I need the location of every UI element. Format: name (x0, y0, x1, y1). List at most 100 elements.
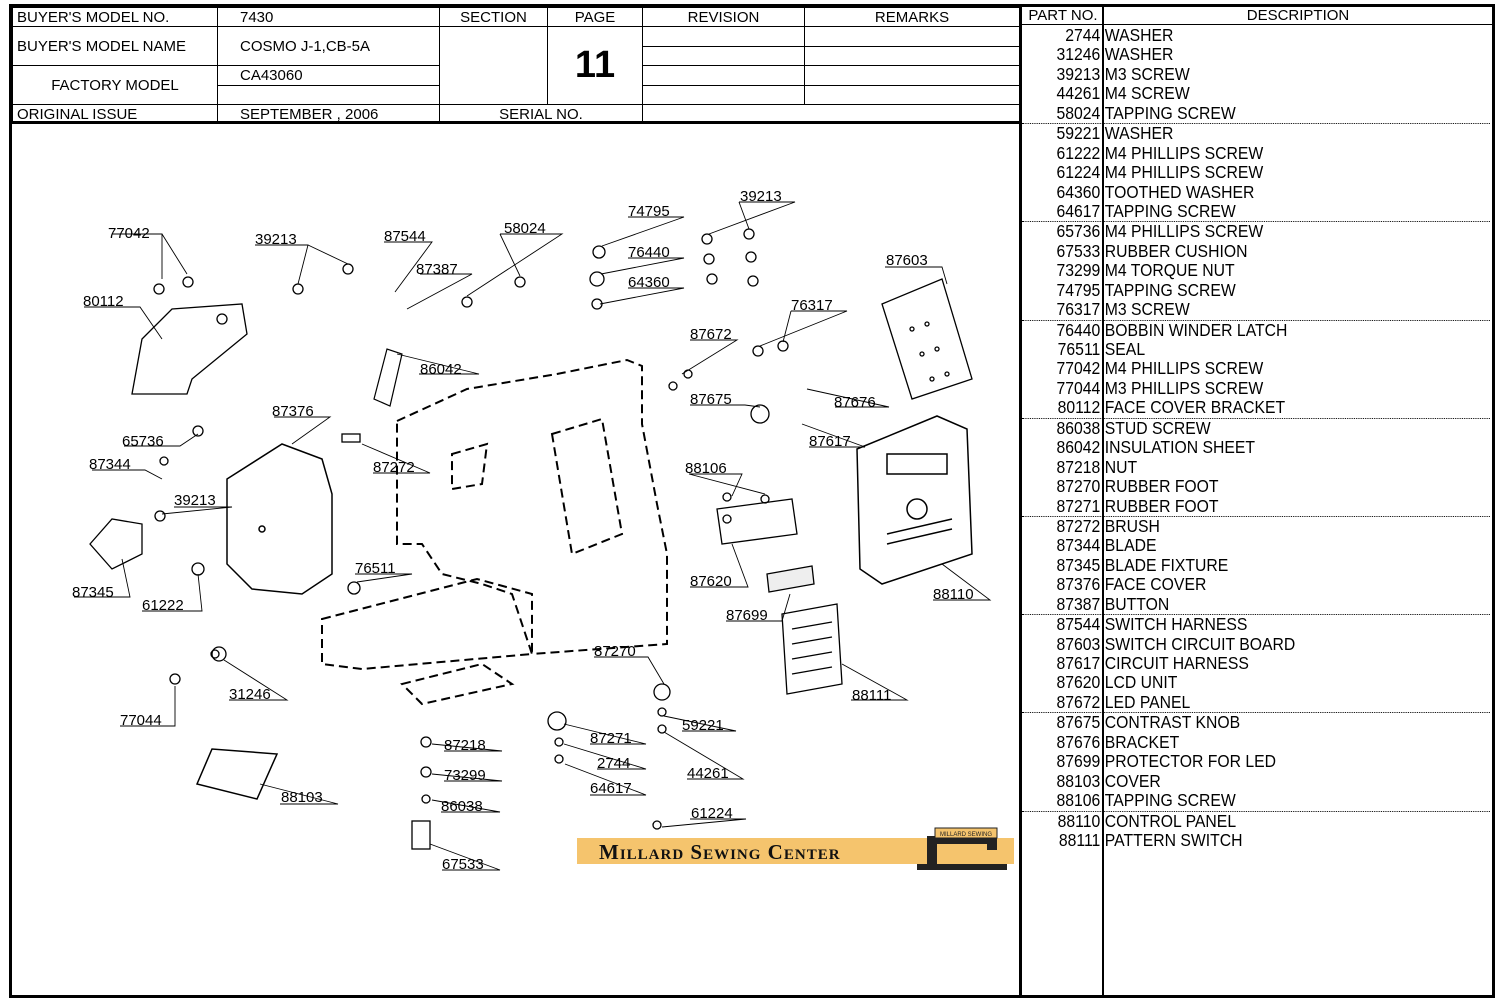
label-87603: 87603 (886, 252, 928, 269)
part-description: RUBBER CUSHION (1104, 240, 1248, 261)
badge-text: MILLARD SEWING (940, 832, 992, 838)
part-description: PROTECTOR FOR LED (1104, 751, 1277, 772)
part-number: 88106 (1056, 790, 1101, 811)
label-88110: 88110 (933, 586, 974, 603)
label-88111: 88111 (852, 687, 892, 704)
part-number: 64360 (1056, 181, 1101, 202)
label-87270: 87270 (594, 643, 636, 660)
part-number: 87603 (1056, 633, 1101, 654)
part-number: 65736 (1056, 221, 1101, 242)
sewing-machine-icon: MILLARD SEWING (917, 827, 1007, 870)
label-64360: 64360 (628, 274, 670, 291)
revision-cell-4 (642, 84, 805, 105)
buyers-model-name-value: COSMO J-1,CB-5A (217, 26, 440, 66)
remarks-cell-2 (804, 45, 1020, 66)
part-number: 61222 (1056, 142, 1101, 163)
label-87218: 87218 (444, 737, 486, 754)
part-number: 87345 (1056, 554, 1101, 575)
part-number: 87376 (1056, 574, 1101, 595)
part-description: WASHER (1104, 123, 1174, 144)
label-86038: 86038 (441, 798, 483, 815)
remarks-cell-4 (804, 84, 1020, 105)
part-number: 87344 (1056, 535, 1101, 556)
part-number: 80112 (1057, 397, 1101, 418)
label-87676: 87676 (834, 394, 876, 411)
factory-model-label: FACTORY MODEL (12, 65, 218, 105)
label-86042: 86042 (420, 361, 462, 378)
label-76317: 76317 (791, 297, 833, 314)
part-number: 59221 (1056, 123, 1101, 144)
label-87544: 87544 (384, 228, 426, 245)
label-39213-b: 39213 (740, 188, 782, 205)
label-64617: 64617 (590, 780, 632, 797)
part-number: 77042 (1056, 358, 1101, 379)
label-31246: 31246 (229, 686, 271, 703)
description-header: DESCRIPTION (1246, 7, 1350, 24)
page-label: PAGE (547, 7, 643, 27)
part-description: RUBBER FOOT (1104, 476, 1219, 497)
part-description: SEAL (1104, 339, 1146, 359)
part-number: 61224 (1056, 162, 1101, 183)
part-description: LED PANEL (1104, 691, 1191, 712)
label-44261: 44261 (687, 765, 729, 782)
leader-lines (74, 201, 992, 871)
factory-model-extra (217, 84, 440, 105)
part-description: WASHER (1104, 44, 1174, 65)
header-divider (12, 121, 1019, 124)
circuit-board-87603 (881, 278, 973, 400)
part-description: BRACKET (1104, 731, 1180, 752)
lcd-unit-87620 (716, 498, 798, 545)
part-description: LCD UNIT (1104, 672, 1178, 693)
revision-cell-3 (642, 65, 805, 86)
part-number: 39213 (1056, 63, 1101, 84)
label-87620: 87620 (690, 573, 732, 590)
label-88103: 88103 (281, 789, 323, 806)
part-description: RUBBER FOOT (1104, 495, 1219, 516)
buyers-model-name-label: BUYER'S MODEL NAME (12, 26, 218, 66)
remarks-cell-1 (804, 26, 1020, 47)
label-87672: 87672 (690, 326, 732, 343)
part-number: 44261 (1056, 83, 1101, 104)
part-description: FACE COVER BRACKET (1104, 397, 1286, 418)
label-2744: 2744 (597, 755, 630, 772)
part-description: INSULATION SHEET (1104, 437, 1256, 458)
bracket-80112 (131, 303, 248, 395)
part-description: SWITCH CIRCUIT BOARD (1104, 633, 1296, 654)
label-67533: 67533 (442, 856, 484, 873)
label-39213-c: 39213 (174, 492, 216, 509)
revision-cell-2 (642, 45, 805, 66)
remarks-cell-3 (804, 65, 1020, 86)
part-number: 87544 (1056, 614, 1101, 635)
pattern-switch-88111 (781, 603, 843, 695)
part-number: 74795 (1056, 279, 1101, 300)
part-description: FACE COVER (1104, 574, 1207, 595)
label-87387: 87387 (416, 261, 458, 278)
part-number: 86042 (1056, 437, 1101, 458)
